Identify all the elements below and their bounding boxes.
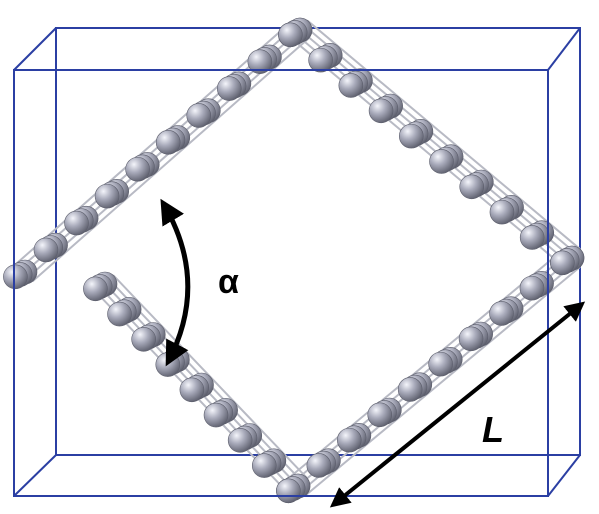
atom-sphere	[155, 352, 181, 377]
atom-sphere	[107, 301, 132, 327]
atom-sphere	[519, 275, 545, 301]
atom-sphere	[276, 478, 301, 504]
atom-sphere	[459, 174, 485, 200]
atom-sphere	[398, 123, 424, 149]
atom-sphere	[519, 225, 545, 250]
atom-sphere	[186, 103, 212, 128]
atom-sphere	[94, 183, 120, 209]
bond-line	[27, 33, 305, 278]
length-L-label: L	[482, 409, 504, 450]
atom-sphere	[131, 326, 156, 352]
bond-line	[306, 19, 581, 250]
atom-sphere	[397, 377, 423, 402]
atom-sphere	[83, 276, 108, 302]
atom-sphere	[3, 264, 28, 290]
angle-alpha-label: α	[218, 263, 239, 301]
atom-sphere	[179, 377, 205, 403]
atom-sphere	[458, 326, 484, 352]
atom-sphere	[429, 149, 454, 174]
atom-sphere	[203, 402, 229, 428]
bond-line	[295, 33, 570, 264]
angle-arc-arrow	[160, 198, 191, 367]
atom-sphere	[306, 453, 332, 478]
atom-sphere	[308, 47, 333, 73]
bond-line	[299, 29, 573, 259]
atom-sphere	[64, 210, 89, 236]
atom-sphere	[125, 156, 150, 182]
bond-line	[302, 24, 577, 255]
atom-sphere	[216, 76, 242, 101]
atom-sphere	[489, 301, 514, 326]
bond-line	[16, 19, 294, 264]
bond-line	[291, 38, 566, 269]
atom-sphere	[278, 22, 303, 48]
atom-sphere	[33, 237, 59, 263]
atom-sphere	[251, 453, 277, 478]
bond-line	[304, 266, 581, 497]
length-double-arrow	[329, 301, 586, 508]
atom-sphere	[336, 427, 362, 453]
simulation-box-back-face	[55, 27, 581, 456]
bond-line	[31, 38, 309, 283]
atom-sphere	[227, 427, 253, 453]
atom-sphere	[367, 402, 393, 428]
atom-sphere	[338, 73, 364, 98]
atom-sphere	[550, 250, 575, 276]
atom-sphere	[368, 98, 394, 124]
atom-sphere	[489, 199, 515, 225]
atom-sphere	[428, 351, 453, 377]
atom-sphere	[247, 49, 273, 74]
atom-sphere	[155, 130, 181, 155]
